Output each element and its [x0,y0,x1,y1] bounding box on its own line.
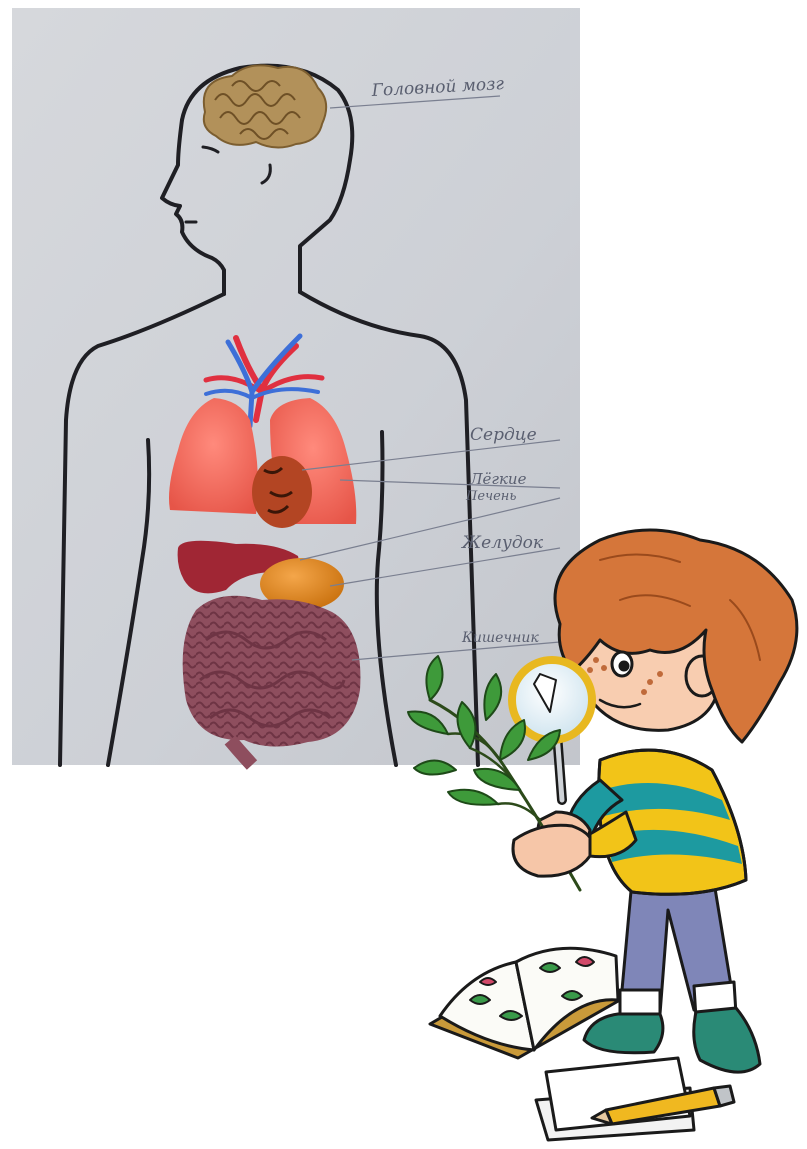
right-shoe [694,1008,760,1072]
boy-hand-right [513,825,593,876]
label-lungs: Лёгкие [469,470,527,488]
left-shoe [584,1014,663,1053]
label-intestine: Кишечник [461,630,539,646]
label-heart: Сердце [470,425,537,445]
label-liver: Печень [465,489,516,504]
anatomy-drawing-photo: Головной мозг Сердце Лёгкие Печень Желуд… [12,8,580,765]
brain [204,65,326,147]
heart [252,456,312,528]
label-stomach: Желудок [461,533,544,553]
